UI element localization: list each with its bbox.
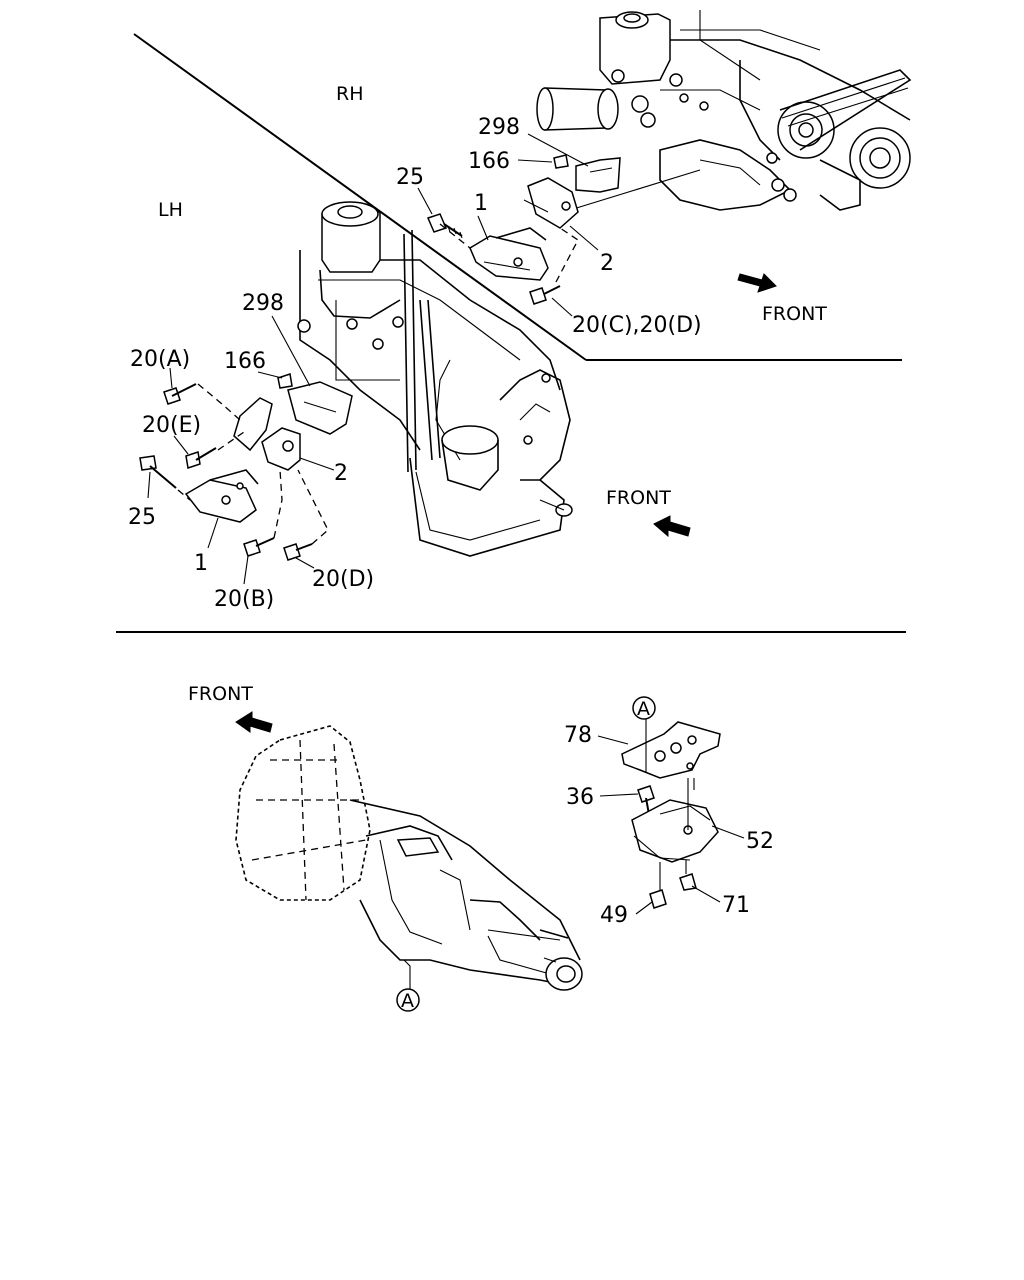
trans-callout-49: 49 [600, 903, 628, 928]
rh-engine-drawing [536, 10, 912, 211]
rh-callout-2: 2 [600, 251, 614, 276]
lh-callout-166: 166 [224, 349, 266, 374]
rh-callout-166: 166 [468, 149, 510, 174]
trans-callout-36: 36 [566, 785, 594, 810]
front-arrow-rh-icon [737, 273, 777, 293]
ref-a-bottom: A [401, 990, 414, 1012]
rh-callout-20cd: 20(C),20(D) [572, 313, 702, 338]
lh-callout-2: 2 [334, 461, 348, 486]
transmission-mount-assembly [621, 718, 721, 909]
rh-label: RH [336, 83, 364, 105]
rh-lh-divider [133, 33, 587, 361]
lh-callout-20a: 20(A) [130, 347, 190, 372]
ref-a-top-marker: A [632, 696, 656, 720]
front-label-rh: FRONT [762, 303, 827, 325]
ref-a-bottom-marker: A [396, 988, 420, 1012]
front-arrow-lh-icon [653, 515, 691, 538]
lh-engine-drawing [297, 201, 573, 557]
rh-mount-assembly [426, 154, 621, 305]
trans-callout-52: 52 [746, 829, 774, 854]
front-arrow-transmission-icon [235, 711, 273, 733]
lh-callout-20d: 20(D) [312, 567, 374, 592]
rh-callout-298: 298 [478, 115, 520, 140]
lh-callout-1: 1 [194, 551, 208, 576]
front-label-lh: FRONT [606, 487, 671, 509]
ref-a-top: A [637, 698, 650, 720]
lh-mount-assembly [139, 373, 353, 561]
front-label-transmission: FRONT [188, 683, 253, 705]
lh-callout-298: 298 [242, 291, 284, 316]
lh-callout-20b: 20(B) [214, 587, 274, 612]
lh-callout-25: 25 [128, 505, 156, 530]
rh-callout-25: 25 [396, 165, 424, 190]
trans-callout-71: 71 [722, 893, 750, 918]
rh-callout-1: 1 [474, 191, 488, 216]
trans-callout-78: 78 [564, 723, 592, 748]
lh-label: LH [158, 199, 183, 221]
transmission-drawing [235, 725, 583, 991]
lh-callout-20e: 20(E) [142, 413, 201, 438]
